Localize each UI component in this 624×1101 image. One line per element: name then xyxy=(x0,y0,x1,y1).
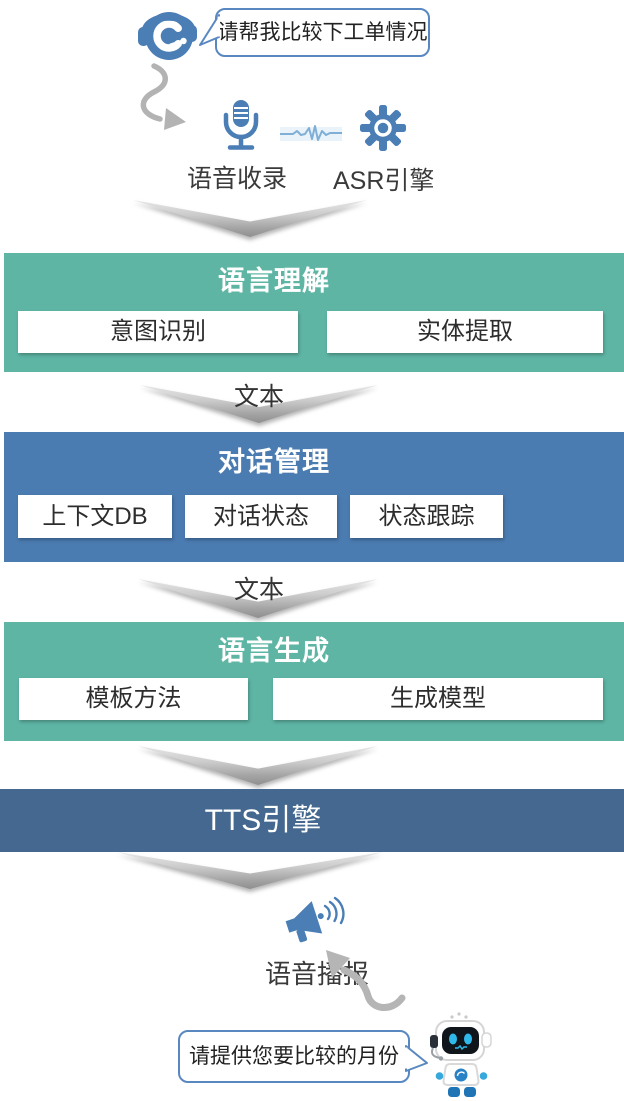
gear-icon xyxy=(360,105,406,151)
waveform-icon xyxy=(280,125,342,141)
voice-capture-label: 语音收录 xyxy=(187,165,288,193)
asr-engine-label: ASR引擎 xyxy=(333,167,435,195)
chevron-down-arrow xyxy=(138,746,378,785)
user-bubble-text: 请帮我比较下工单情况 xyxy=(217,21,428,44)
user-speech-bubble: 请帮我比较下工单情况 xyxy=(199,8,430,57)
dialog-block-title: 对话管理 xyxy=(218,447,330,477)
nlg-item-template-method: 模板方法 xyxy=(19,678,248,720)
dialog-item-dialog-state: 对话状态 xyxy=(185,495,337,538)
nlg-block-title: 语言生成 xyxy=(218,636,330,666)
text-flow-label: 文本 xyxy=(233,576,284,604)
microphone-icon xyxy=(223,100,259,150)
nlu-item-entity-extraction: 实体提取 xyxy=(327,311,603,353)
bot-speech-bubble: 请提供您要比较的月份 xyxy=(178,1030,428,1083)
curved-arrow-down-icon xyxy=(140,63,186,130)
chevron-down-arrow xyxy=(138,579,378,618)
nlu-block-title: 语言理解 xyxy=(218,266,330,296)
text-flow-label: 文本 xyxy=(233,383,284,411)
nlg-item-generative-model: 生成模型 xyxy=(273,678,603,720)
speech-bubble-tail xyxy=(405,1045,428,1072)
chevron-down-arrow xyxy=(140,385,378,423)
robot-icon xyxy=(430,1012,492,1097)
dialog-item-state-tracking: 状态跟踪 xyxy=(350,495,503,538)
nlu-item-intent-recognition: 意图识别 xyxy=(18,311,298,353)
tts-engine-bar xyxy=(0,789,624,852)
bot-bubble-text: 请提供您要比较的月份 xyxy=(189,1045,399,1068)
chevron-down-arrow xyxy=(117,852,383,889)
dialog-item-context-db: 上下文DB xyxy=(18,495,172,538)
speech-bubble-tail xyxy=(199,14,220,46)
curved-arrow-up-icon xyxy=(326,950,406,1011)
tts-engine-label: TTS引擎 xyxy=(204,804,322,837)
chevron-down-arrow xyxy=(133,200,367,237)
agent-headset-icon xyxy=(138,12,197,60)
megaphone-icon xyxy=(285,896,345,943)
